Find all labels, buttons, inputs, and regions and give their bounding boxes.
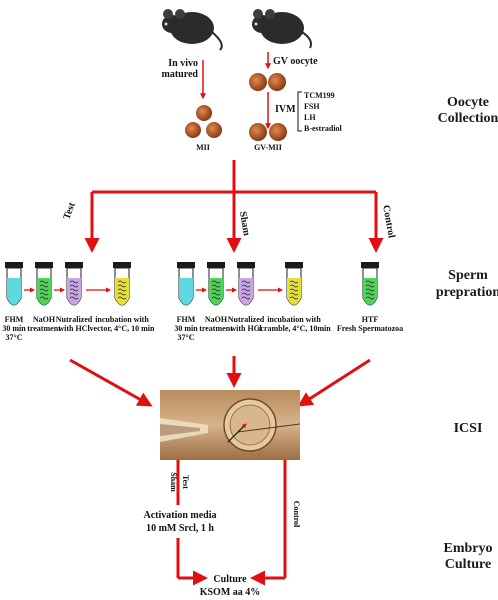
tube-test-1-label-2: 30 min (2, 324, 26, 333)
activation-line-2: 10 mM Srcl, 1 h (146, 523, 214, 534)
tube-sham-1-label-2: 30 min (174, 324, 198, 333)
tube-test-1-label-3: 37°C (6, 333, 23, 342)
icsi-micrograph (160, 390, 301, 460)
gv-oocytes (249, 73, 286, 91)
tube-sham-1-label-3: 37°C (178, 333, 195, 342)
section-sperm-1: Sperm (448, 268, 488, 283)
tube-test-2-label-2: treatment (27, 324, 61, 333)
label-gv-oocyte: GV oocyte (273, 56, 318, 67)
branch-connector (84, 160, 384, 253)
label-invivo-2: matured (162, 69, 199, 80)
tube-test-3-label-1: Nutralized (56, 315, 93, 324)
mii-oocytes (185, 105, 222, 138)
ivm-item-3: LH (304, 113, 316, 122)
tube-sham-1-label-1: FHM (177, 315, 196, 324)
embryo-sham: Sham (169, 472, 178, 492)
section-embryo-2: Culture (445, 557, 491, 572)
branch-sham: Sham (237, 211, 252, 238)
section-oocyte-1: Oocyte (447, 95, 489, 110)
activation-line-1: Activation media (143, 510, 216, 521)
ivm-bracket (297, 91, 302, 132)
embryo-control: Control (292, 501, 301, 528)
culture-line-2: KSOM aa 4% (200, 587, 261, 598)
label-gvmii: GV-MII (254, 143, 282, 152)
embryo-connectors (176, 460, 287, 586)
label-invivo-1: In vivo (168, 58, 198, 69)
branch-test: Test (62, 200, 79, 221)
tube-control-label-2: Fresh Spermatozoa (337, 324, 403, 333)
mouse-right (252, 9, 312, 49)
ivm-item-4: B-estradiol (304, 124, 343, 133)
branch-control: Control (380, 204, 397, 239)
tube-sham-2-label-2: treatment (199, 324, 233, 333)
tube-sham-4-label-2: scramble, 4°C, 10min (257, 324, 331, 333)
culture-line-1: Culture (213, 574, 247, 585)
ivm-item-2: FSH (304, 102, 320, 111)
arrows-to-icsi (69, 356, 371, 407)
label-ivm: IVM (275, 104, 296, 115)
tube-test-4-label-2: vector, 4°C, 10 min (90, 324, 155, 333)
tube-test-2-label-1: NaOH (33, 315, 56, 324)
tube-test-1-label-1: FHM (5, 315, 24, 324)
tube-control-label-1: HTF (362, 315, 379, 324)
mouse-left (162, 9, 223, 51)
tube-sham-3-label-2: with HCl (230, 324, 262, 333)
tube-sham-2-label-1: NaOH (205, 315, 228, 324)
section-embryo-1: Embryo (444, 541, 493, 556)
embryo-test: Test (181, 475, 190, 489)
section-oocyte-2: Collection (438, 111, 498, 126)
section-sperm-2: prepration (436, 285, 498, 300)
tube-sham-3-label-1: Nutralized (228, 315, 265, 324)
tube-sham-4-label-1: incubation with (267, 315, 321, 324)
gvmii-oocytes (249, 123, 287, 141)
section-icsi: ICSI (454, 421, 483, 436)
label-mii: MII (196, 143, 210, 152)
tube-test-3-label-2: with HCl (58, 324, 90, 333)
ivm-item-1: TCM199 (304, 91, 335, 100)
tube-test-4-label-1: incubation with (95, 315, 149, 324)
